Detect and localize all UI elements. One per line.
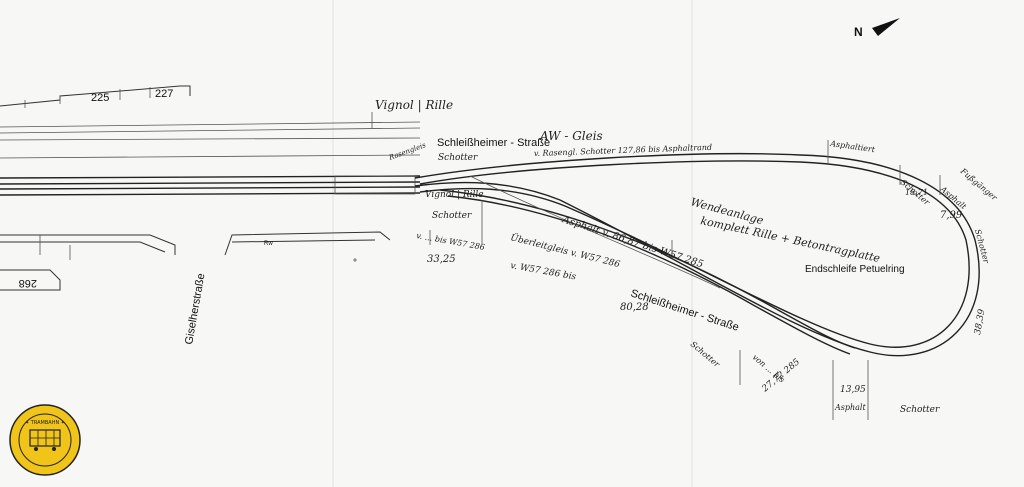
lot-number-225: 225	[91, 92, 109, 104]
label-endschleife: Endschleife Petuelring	[805, 264, 905, 275]
note-rasengl-schotter: v. Rasengl. Schotter 127,86 bis Asphaltr…	[534, 143, 712, 158]
note-schotter-6: Schotter	[973, 228, 991, 265]
note-km-3325: 33,25	[427, 254, 456, 265]
note-asphalt-v: Asphalt v. 86,87 bis W57 285	[560, 214, 704, 270]
note-vignol-rille-2: Vignol | Rille	[425, 190, 484, 200]
note-vignol-rille: Vignol | Rille	[375, 98, 453, 112]
note-fussgaenger: Fußgänger	[958, 166, 1000, 203]
building-row-top: 225 227	[0, 85, 191, 108]
note-km-1395: 13,95	[840, 385, 866, 395]
note-schotter-2: Schotter	[432, 211, 472, 221]
main-tracks	[0, 175, 421, 196]
note-schotter-5: Schotter	[900, 405, 940, 415]
note-schotter-4: Schotter	[689, 340, 722, 370]
note-rasengleis: Rasengleis	[387, 141, 427, 162]
note-asphalt-2: Asphalt	[938, 184, 969, 212]
svg-text:Rw: Rw	[264, 241, 273, 247]
note-aw-gleis: AW - Gleis	[539, 129, 603, 143]
north-arrow-label: N	[854, 25, 863, 39]
note-v-w57: v. W57 286 bis	[509, 261, 577, 282]
lot-number-227: 227	[155, 88, 173, 100]
lot-number-268: 268	[19, 277, 37, 289]
street-label-schleissheimer-top: Schleißheimer - Straße	[437, 137, 550, 149]
street-curbs-top	[0, 112, 421, 159]
logo-text: ✦ TRAMBAHN ✦	[25, 420, 65, 426]
note-km-1871: 18,71	[905, 188, 928, 197]
note-schotter-1: Schotter	[438, 153, 478, 163]
north-arrow: N	[854, 18, 900, 39]
note-km-3839: 38,39	[973, 308, 987, 335]
street-label-giselher: Giselherstraße	[183, 272, 207, 345]
note-km-8028: 80,28	[620, 302, 649, 313]
note-asphalt-3: Asphalt	[834, 403, 866, 412]
note-komplett: komplett Rille + Betontragplatte	[699, 214, 881, 265]
logo-seal: ✦ TRAMBAHN ✦	[9, 404, 81, 476]
turning-loop	[414, 153, 980, 357]
note-km-799: 7,99	[940, 210, 963, 221]
building-row-bottom: 268 Rw	[0, 231, 391, 291]
note-asphaltiert: Asphaltiert	[829, 139, 877, 154]
note-v-bis-w: v. ... bis W57 286	[416, 231, 486, 252]
